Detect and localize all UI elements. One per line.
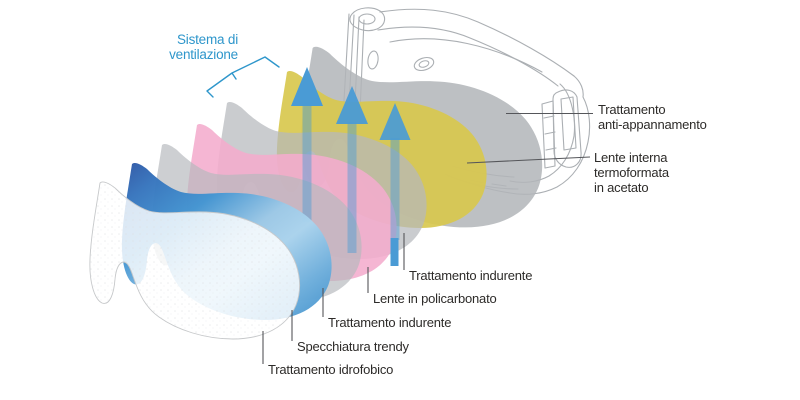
arrow-head-1 bbox=[291, 67, 323, 106]
frame-strap-arm-upper bbox=[379, 8, 575, 77]
label-anti-fog-treatment: Trattamento anti-appannamento bbox=[598, 102, 707, 132]
label-hydrophobic-treatment: Trattamento idrofobico bbox=[268, 362, 394, 377]
arrow-stem-1 bbox=[302, 104, 312, 222]
leader-inner-lens bbox=[466, 156, 591, 164]
label-trendy-mirror-coating: Specchiatura trendy bbox=[297, 339, 409, 354]
frame-hole-large bbox=[413, 56, 435, 72]
arrow-stem-2 bbox=[347, 122, 357, 253]
ventilation-bracket bbox=[206, 56, 280, 98]
ventilation-arrow-heads bbox=[291, 67, 411, 266]
arrow-head-2 bbox=[336, 86, 368, 124]
label-anti-fog-line2: anti-appannamento bbox=[598, 117, 707, 132]
frame-top-knob bbox=[349, 7, 386, 32]
label-polycarbonate-lens: Lente in policarbonato bbox=[373, 291, 497, 306]
goggle-frame-linework bbox=[342, 7, 591, 195]
ventilation-label-line2: ventilazione bbox=[169, 47, 238, 62]
frame-inner-depth-line bbox=[389, 38, 543, 73]
frame-hole-small bbox=[367, 50, 379, 70]
frame-buckle-slot bbox=[560, 96, 577, 151]
frame-knob-detail bbox=[358, 13, 376, 25]
frame-side-buckle bbox=[552, 89, 582, 168]
label-inner-lens-line1: Lente interna bbox=[594, 150, 668, 165]
frame-hinge-lines bbox=[342, 13, 365, 126]
arrow-head-3 bbox=[379, 103, 411, 140]
frame-notch-strip bbox=[541, 100, 557, 169]
label-hardening-treatment-inner: Trattamento indurente bbox=[328, 315, 452, 330]
frame-hole-large-inner bbox=[418, 60, 430, 68]
label-anti-fog-line1: Trattamento bbox=[598, 102, 666, 117]
label-inner-lens-line3: in acetato bbox=[594, 180, 649, 195]
ventilation-label-line1: Sistema di bbox=[176, 32, 238, 47]
ventilation-arrow-stems bbox=[302, 104, 400, 253]
arrow-stem-3 bbox=[390, 138, 400, 240]
label-inner-thermoformed-acetate-lens: Lente interna termoformata in acetato bbox=[594, 150, 669, 195]
arrow-stem-3-tail bbox=[390, 238, 399, 266]
frame-strap-arm-lower bbox=[377, 26, 559, 87]
label-inner-lens-line2: termoformata bbox=[594, 165, 669, 180]
label-hardening-treatment-outer: Trattamento indurente bbox=[409, 268, 533, 283]
leader-lines bbox=[262, 112, 593, 364]
ventilation-system-label: Sistema di ventilazione bbox=[120, 32, 238, 62]
